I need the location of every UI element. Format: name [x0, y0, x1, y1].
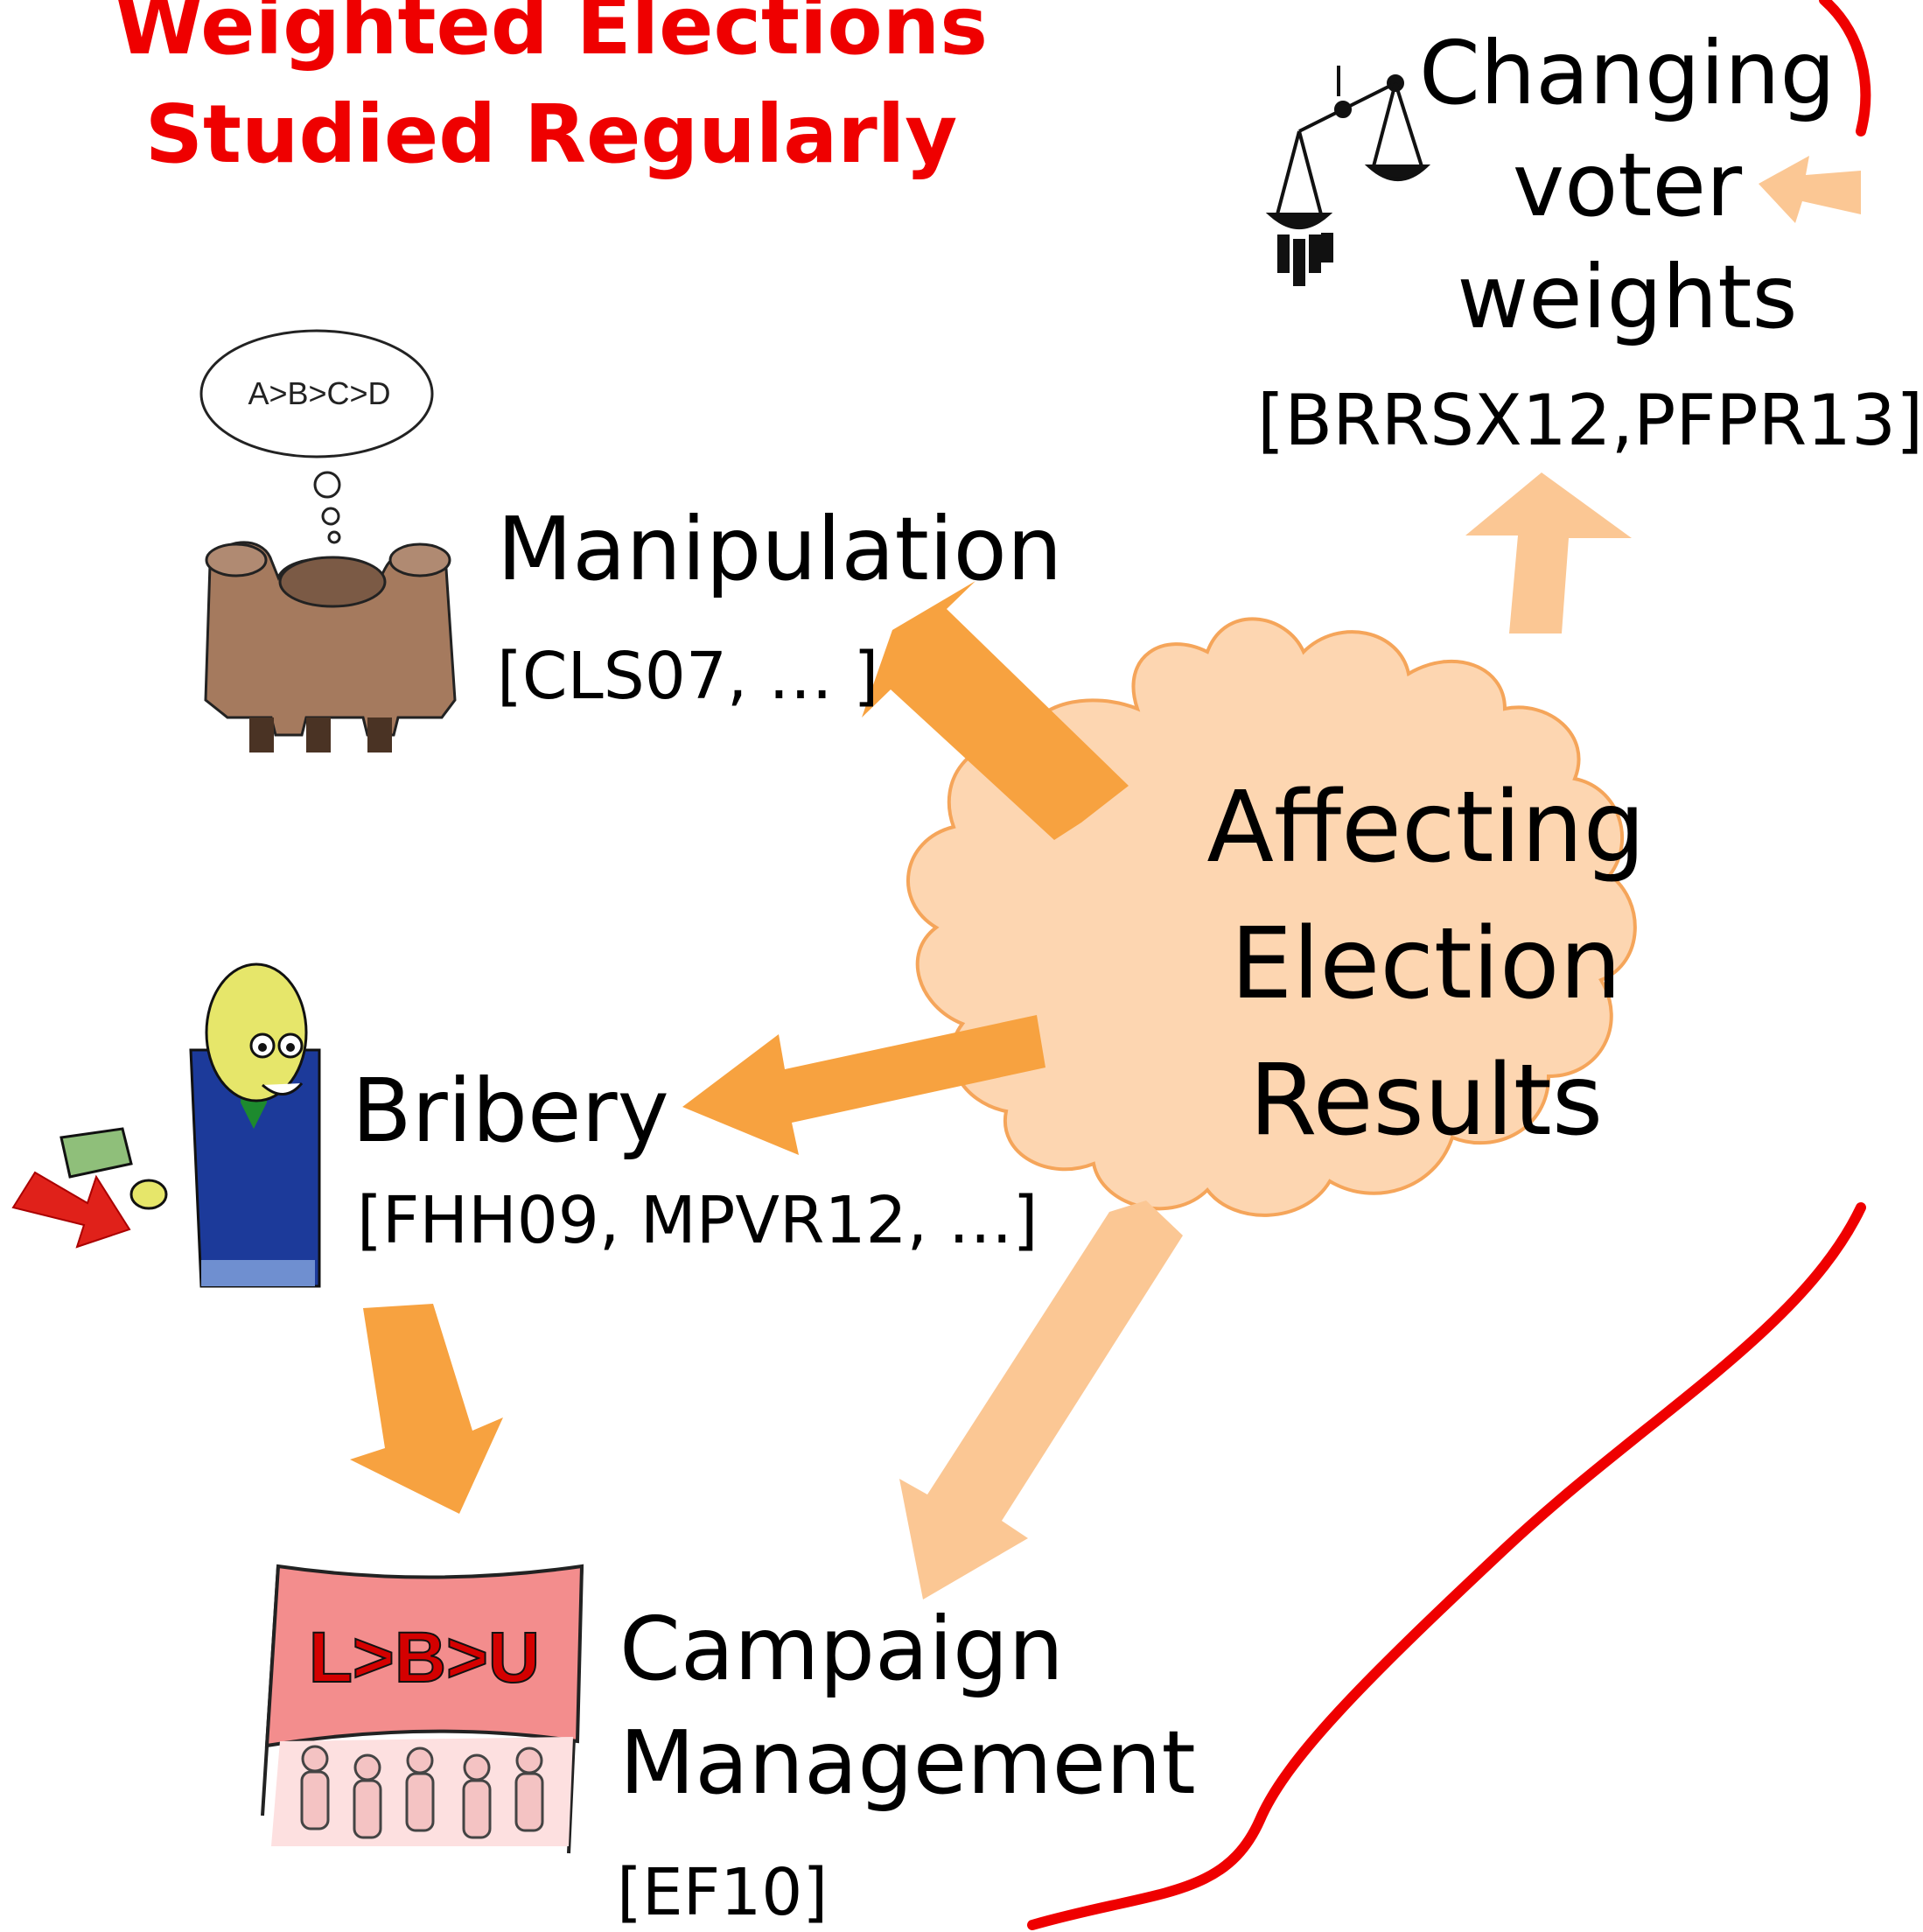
bribery-label: Bribery	[352, 1060, 669, 1162]
manipulation-label: Manipulation	[497, 498, 1063, 600]
weights-label: Changing voter weights	[1409, 18, 1846, 354]
campaign-illustration	[261, 1564, 584, 1854]
weights-line-2: voter	[1512, 134, 1743, 236]
arrow-to-weights	[1465, 472, 1632, 634]
campaign-label: Campaign Management	[619, 1592, 1196, 1820]
title-line-2: Studied Regularly	[144, 88, 958, 181]
campaign-ref: [EF10]	[617, 1855, 829, 1930]
diagram-canvas: A>B>C>D L>B>U	[11, 0, 1871, 1930]
bribe-arrow	[11, 1171, 131, 1249]
center-line-3: Results	[1248, 1044, 1604, 1158]
manipulation-illustration	[199, 329, 457, 752]
diagram-title: Weighted Elections Studied Regularly	[114, 0, 989, 189]
weights-ref: [BRRSX12,PFPR13]	[1257, 380, 1923, 461]
campaign-line-1: Campaign	[619, 1598, 1064, 1700]
weights-line-1: Changing	[1419, 22, 1836, 124]
boundary-curve	[1027, 0, 1871, 1930]
center-line-1: Affecting	[1206, 771, 1646, 885]
bribery-illustration	[11, 962, 321, 1288]
bribery-ref: [FHH09, MPVR12, …]	[357, 1183, 1038, 1258]
arrow-to-manipulation	[862, 581, 1129, 840]
manipulation-ref: [CLS07, … ]	[497, 639, 879, 714]
thought-bubble-text: A>B>C>D	[248, 375, 390, 411]
banner-text: L>B>U	[309, 1618, 540, 1698]
weights-line-3: weights	[1457, 246, 1798, 348]
arrow-bribery-to-campaign	[350, 1304, 503, 1514]
arrow-to-campaign	[899, 1200, 1183, 1600]
arrow-from-boundary-to-weights	[1759, 156, 1861, 223]
scales-illustration	[1265, 66, 1431, 286]
center-line-2: Election	[1230, 907, 1622, 1021]
campaign-line-2: Management	[619, 1712, 1196, 1814]
arrow-to-bribery	[682, 1015, 1045, 1155]
center-node-label: Affecting Election Results	[1164, 760, 1689, 1169]
title-line-1: Weighted Elections	[114, 0, 989, 73]
